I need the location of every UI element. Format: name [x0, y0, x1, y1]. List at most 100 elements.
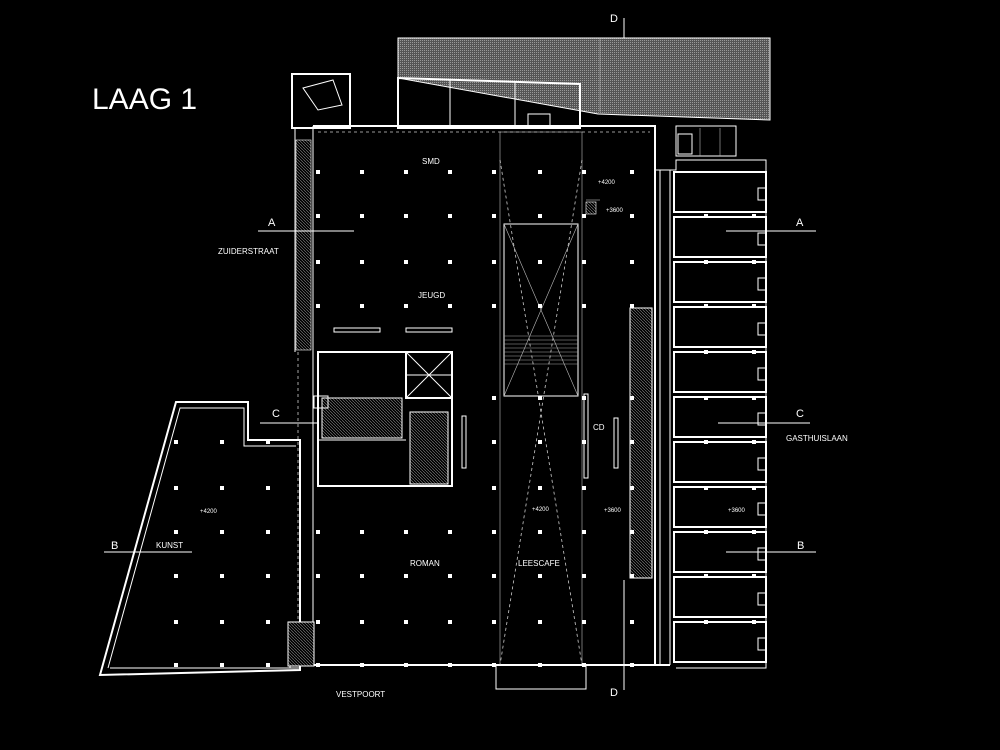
- residential-cell: [673, 486, 767, 528]
- column: [448, 304, 452, 308]
- column: [704, 530, 708, 534]
- column: [630, 440, 634, 444]
- elevation-label: +3600: [728, 508, 746, 514]
- column: [582, 574, 586, 578]
- column: [360, 663, 364, 667]
- column: [582, 530, 586, 534]
- column: [174, 620, 178, 624]
- residential-cell: [673, 576, 767, 618]
- column: [492, 486, 496, 490]
- column: [630, 620, 634, 624]
- column: [630, 170, 634, 174]
- cell-niche: [757, 457, 767, 471]
- column: [538, 663, 542, 667]
- column: [404, 663, 408, 667]
- column: [630, 530, 634, 534]
- column: [630, 574, 634, 578]
- room-jeugd: JEUGD: [418, 291, 445, 300]
- cell-niche: [757, 637, 767, 651]
- column: [404, 304, 408, 308]
- cell-niche: [757, 547, 767, 561]
- residential-cell: [673, 216, 767, 258]
- column: [174, 574, 178, 578]
- residential-cell: [673, 621, 767, 663]
- column: [448, 214, 452, 218]
- column: [630, 214, 634, 218]
- column: [538, 574, 542, 578]
- room-leescafe: LEESCAFE: [518, 559, 560, 568]
- section-d-bottom: D: [610, 687, 618, 699]
- column: [582, 486, 586, 490]
- north-roof-block: [397, 37, 771, 121]
- column: [404, 260, 408, 264]
- residential-cell: [673, 171, 767, 213]
- elevation-label: +3600: [604, 508, 622, 514]
- column: [538, 214, 542, 218]
- east-cells: [656, 159, 767, 669]
- column: [316, 260, 320, 264]
- column: [316, 214, 320, 218]
- east-wall: [656, 159, 767, 669]
- column: [316, 574, 320, 578]
- column: [404, 530, 408, 534]
- column: [316, 304, 320, 308]
- column: [582, 620, 586, 624]
- atrium-void: [495, 131, 600, 690]
- cell-niche: [757, 322, 767, 336]
- column: [360, 574, 364, 578]
- column: [492, 170, 496, 174]
- column: [582, 260, 586, 264]
- column: [704, 440, 708, 444]
- section-c-left: C: [272, 408, 280, 420]
- column: [448, 663, 452, 667]
- elevation-label: +3600: [606, 208, 624, 214]
- north-rooms: [397, 76, 737, 157]
- section-b-right: B: [797, 540, 804, 552]
- column: [266, 620, 270, 624]
- column: [630, 260, 634, 264]
- column: [174, 530, 178, 534]
- column: [360, 214, 364, 218]
- room-roman: ROMAN: [410, 559, 440, 568]
- elevation-label: +4200: [532, 507, 550, 513]
- column: [538, 260, 542, 264]
- cell-niche: [757, 232, 767, 246]
- column: [582, 440, 586, 444]
- west-wing: [98, 401, 315, 677]
- column: [538, 170, 542, 174]
- column: [704, 574, 708, 578]
- column: [448, 620, 452, 624]
- column: [630, 396, 634, 400]
- column: [582, 304, 586, 308]
- column: [704, 260, 708, 264]
- column: [220, 663, 224, 667]
- column: [704, 214, 708, 218]
- cell-niche: [757, 277, 767, 291]
- column: [220, 486, 224, 490]
- column: [220, 620, 224, 624]
- room-kunst: KUNST: [156, 541, 183, 550]
- column: [752, 260, 756, 264]
- column: [316, 663, 320, 667]
- column: [538, 530, 542, 534]
- column: [492, 620, 496, 624]
- column: [704, 304, 708, 308]
- column: [582, 396, 586, 400]
- cell-niche: [757, 502, 767, 516]
- column: [752, 620, 756, 624]
- column: [752, 574, 756, 578]
- column: [752, 396, 756, 400]
- column: [582, 663, 586, 667]
- column: [404, 170, 408, 174]
- elevation-label: +4200: [200, 509, 218, 515]
- column: [704, 350, 708, 354]
- column: [404, 620, 408, 624]
- column: [360, 620, 364, 624]
- room-cd: CD: [593, 423, 605, 432]
- column: [492, 574, 496, 578]
- column: [448, 170, 452, 174]
- street-zuiderstraat: ZUIDERSTRAAT: [218, 247, 279, 256]
- cell-niche: [757, 367, 767, 381]
- column: [492, 530, 496, 534]
